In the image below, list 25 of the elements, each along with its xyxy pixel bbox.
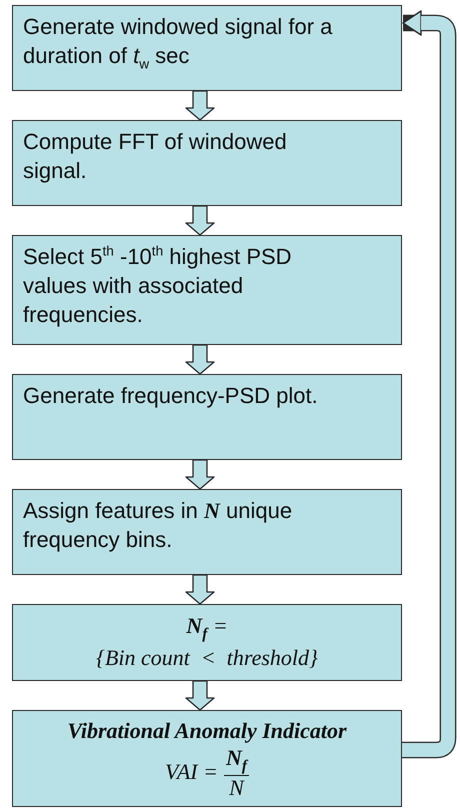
process-box (12, 235, 402, 345)
formula-text: {Bin count < threshold} (96, 644, 318, 672)
process-box (12, 710, 402, 807)
block-arrow (185, 90, 215, 121)
step-text: Select 5$^{th}$ -10$^{th}$ highest PSD values with associated frequencies. (23, 242, 293, 330)
process-box (12, 5, 402, 91)
block-arrow (185, 459, 215, 490)
process-box (12, 374, 402, 460)
block-arrow (185, 205, 215, 236)
formula-text: N$_{f}$ = (186, 612, 228, 644)
process-box (12, 604, 402, 681)
step-text: Generate windowed signal for a duration of t$_{w}$ sec (23, 13, 334, 74)
fraction-numerator: N$_{f}$ (224, 746, 249, 776)
block-arrow (185, 344, 215, 375)
step-title: Vibrational Anomaly Indicator (67, 716, 347, 745)
step-text: Compute FFT of windowed signal. (23, 128, 288, 186)
block-arrow (185, 680, 215, 711)
formula-text: VAI = (165, 758, 218, 786)
process-box (12, 489, 402, 575)
step-text: Generate frequency-PSD plot. (23, 382, 318, 410)
block-arrow (185, 574, 215, 605)
fraction-denominator: N (229, 776, 244, 800)
process-box (12, 120, 402, 206)
loop-arrow (402, 10, 456, 758)
step-text: Assign features in N unique frequency bins. (23, 497, 294, 554)
